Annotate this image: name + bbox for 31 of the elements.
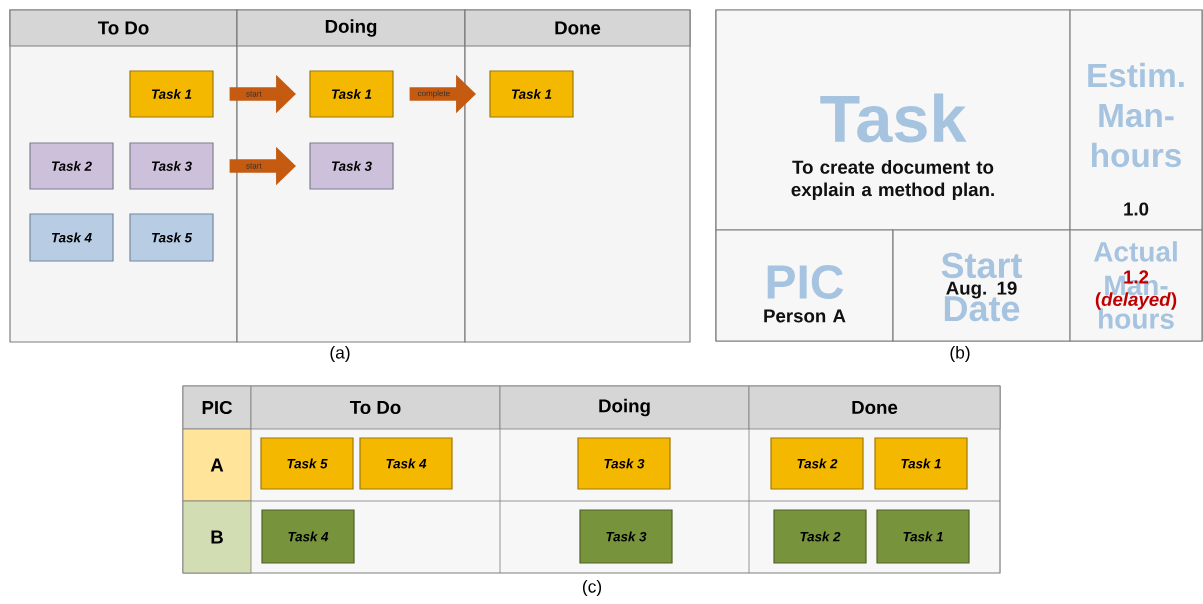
- task-card: Task 1: [876, 509, 970, 564]
- task-card: Task 2: [770, 437, 864, 490]
- task-card: Task 5: [260, 437, 354, 490]
- task-card: Task 4: [29, 213, 114, 262]
- panel-caption: (a): [330, 345, 350, 363]
- task-card: Task 4: [359, 437, 453, 490]
- task-card: Task 2: [29, 142, 114, 190]
- card-field: PIC Person A: [715, 229, 894, 342]
- edge-label: start: [246, 163, 262, 169]
- table-header-cell: A: [182, 428, 252, 502]
- panel-caption: (c): [582, 579, 602, 597]
- card-field: Actual Man-hours 1.2 (delayed): [1069, 229, 1203, 342]
- task-card: Task 3: [129, 142, 214, 190]
- task-card: Task 1: [129, 70, 214, 118]
- panel-caption: (b): [950, 345, 970, 363]
- card-field: Start Date Aug. 19: [892, 229, 1071, 342]
- task-card: Task 1: [489, 70, 574, 118]
- edge-label: complete: [417, 90, 450, 98]
- table-header-cell: Doing: [499, 385, 750, 430]
- task-card: Task 4: [261, 509, 355, 564]
- task-card: Task 1: [309, 70, 394, 118]
- task-card: Task 5: [129, 213, 214, 262]
- task-card: Task 3: [309, 142, 394, 190]
- table-header-cell: B: [182, 500, 252, 574]
- task-card: Task 1: [874, 437, 968, 490]
- table-header-cell: PIC: [182, 385, 252, 430]
- task-card: Task 2: [773, 509, 867, 564]
- task-card: Task 3: [577, 437, 671, 490]
- edge-label: start: [246, 91, 262, 97]
- task-card: Task 3: [579, 509, 673, 564]
- table-header-cell: Done: [748, 385, 1001, 430]
